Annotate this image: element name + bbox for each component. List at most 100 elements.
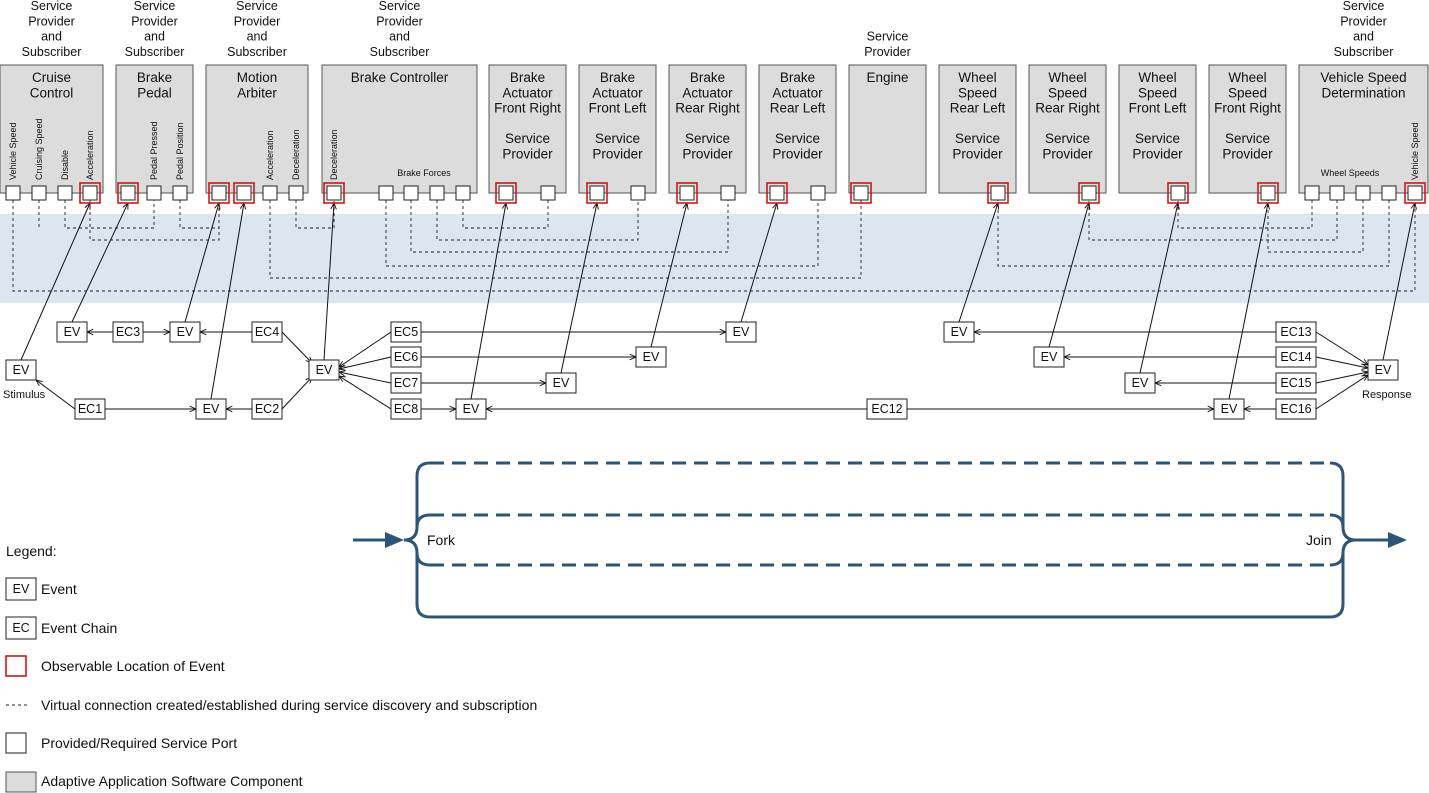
port-label-brake-forces: Brake Forces [397, 168, 451, 178]
component-pedal-role-line: Subscriber [125, 45, 185, 59]
legend: Legend: EV Event EC Event Chain Observab… [5, 543, 537, 793]
event-flow-arrow [470, 203, 506, 400]
service-port [57, 185, 73, 201]
event-flow-arrow [339, 356, 392, 369]
observable-location-marker [766, 182, 788, 204]
component-bafl-name-line: Front Left [589, 101, 647, 116]
service-port [1329, 185, 1345, 201]
service-port [1304, 185, 1320, 201]
service-port [146, 185, 162, 201]
component-wsfr-name-line: Wheel [1228, 70, 1266, 85]
component-bafl-name-line: Service [595, 131, 640, 146]
observable-location-marker [79, 182, 101, 204]
event-box [1213, 398, 1245, 420]
event-box [56, 321, 88, 343]
event-box [943, 321, 975, 343]
virtual-connection [12, 200, 1416, 292]
event-flow-arrow [560, 203, 597, 374]
event-box-label: EV [463, 402, 480, 416]
event-flow-arrow [71, 203, 128, 323]
virtual-connections [12, 200, 1416, 292]
service-port [720, 185, 736, 201]
component-barr [668, 64, 747, 194]
component-motion-role-line: Service [236, 0, 278, 13]
event-box-label: EV [64, 325, 81, 339]
virtual-connection [385, 200, 819, 267]
event-flow-arrow [323, 203, 334, 361]
event-box-label: EV [733, 325, 750, 339]
component-brakectrl-role-line: Provider [376, 14, 423, 28]
service-ports [5, 182, 1426, 204]
event-box-label: EV [1221, 402, 1238, 416]
event-flow-arrow [740, 203, 777, 323]
fork-label: Fork [427, 532, 456, 548]
service-port [1381, 185, 1397, 201]
observable-location-marker [233, 182, 255, 204]
component-bafl [578, 64, 657, 194]
observable-location-marker [1257, 182, 1279, 204]
component-engine-role-line: Provider [864, 45, 911, 59]
component-wsfl [1118, 64, 1197, 194]
virtual-connection [1177, 200, 1313, 229]
service-port [990, 185, 1006, 201]
event-flow-arrow [1315, 331, 1368, 365]
component-wsrr-name-line: Speed [1048, 85, 1087, 100]
component-bafl-name-line: Brake [600, 70, 635, 85]
component-barl-name-line: Service [775, 131, 820, 146]
service-port [236, 185, 252, 201]
component-motion-role-line: and [247, 30, 268, 44]
component-wsfl-name-line: Provider [1132, 147, 1183, 162]
event-flow-arrow [1315, 356, 1368, 368]
event-chain-ec7 [390, 372, 422, 394]
fork-branch-2 [415, 513, 431, 528]
port-label-disable: Disable [60, 150, 70, 180]
legend-event-chain-box-label: EC [12, 621, 29, 635]
event-box-label: EV [643, 350, 660, 364]
service-port [1407, 185, 1423, 201]
component-brakectrl-name-line: Brake Controller [351, 70, 449, 85]
component-wsrl-name-line: Speed [958, 85, 997, 100]
port-label-acceleration: Acceleration [85, 130, 95, 180]
event-flow-arrow [1048, 203, 1089, 348]
component-vsd-role-line: and [1353, 30, 1374, 44]
component-barl-name-line: Brake [780, 70, 815, 85]
port-label-cruising_speed: Cruising Speed [34, 118, 44, 180]
component-wsfr-name-line: Service [1225, 131, 1270, 146]
event-box [725, 321, 757, 343]
component-pedal-name-line: Brake [137, 70, 172, 85]
legend-component-text: Adaptive Application Software Component [41, 773, 303, 789]
component-vsd-role-line: Provider [1340, 14, 1387, 28]
service-port [31, 185, 47, 201]
observable-location-marker [495, 182, 517, 204]
event-box-label: EV [1041, 350, 1058, 364]
virtual-connection [436, 200, 639, 241]
component-pedal-role-line: and [144, 30, 165, 44]
component-bafr-name-line: Actuator [502, 85, 553, 100]
join-brace [1329, 461, 1357, 619]
event-box-label: EV [203, 402, 220, 416]
event-chain-ec6 [390, 346, 422, 368]
port-label-ma_deceleration: Deceleration [291, 129, 301, 180]
component-bafr-name-line: Service [505, 131, 550, 146]
service-port [679, 185, 695, 201]
legend-event-box-label: EV [13, 582, 30, 596]
observable-location-marker [850, 182, 872, 204]
service-port [82, 185, 98, 201]
event-chain-ec15 [1275, 372, 1317, 394]
component-vsd-role-line: Subscriber [1334, 45, 1394, 59]
service-port [120, 185, 136, 201]
event-box-label: EV [553, 376, 570, 390]
event-box [308, 359, 340, 381]
component-cruise-role-line: Subscriber [22, 45, 82, 59]
event-box [195, 398, 227, 420]
component-bafr-name-line: Provider [502, 147, 553, 162]
event-box [635, 346, 667, 368]
component-brakectrl-role-line: Subscriber [370, 45, 430, 59]
component-pedal-role-line: Service [134, 0, 176, 13]
event-box [545, 372, 577, 394]
service-port [1081, 185, 1097, 201]
component-motion-name-line: Motion [237, 70, 278, 85]
legend-event-chain-box [5, 616, 37, 640]
legend-component-icon [5, 771, 37, 793]
